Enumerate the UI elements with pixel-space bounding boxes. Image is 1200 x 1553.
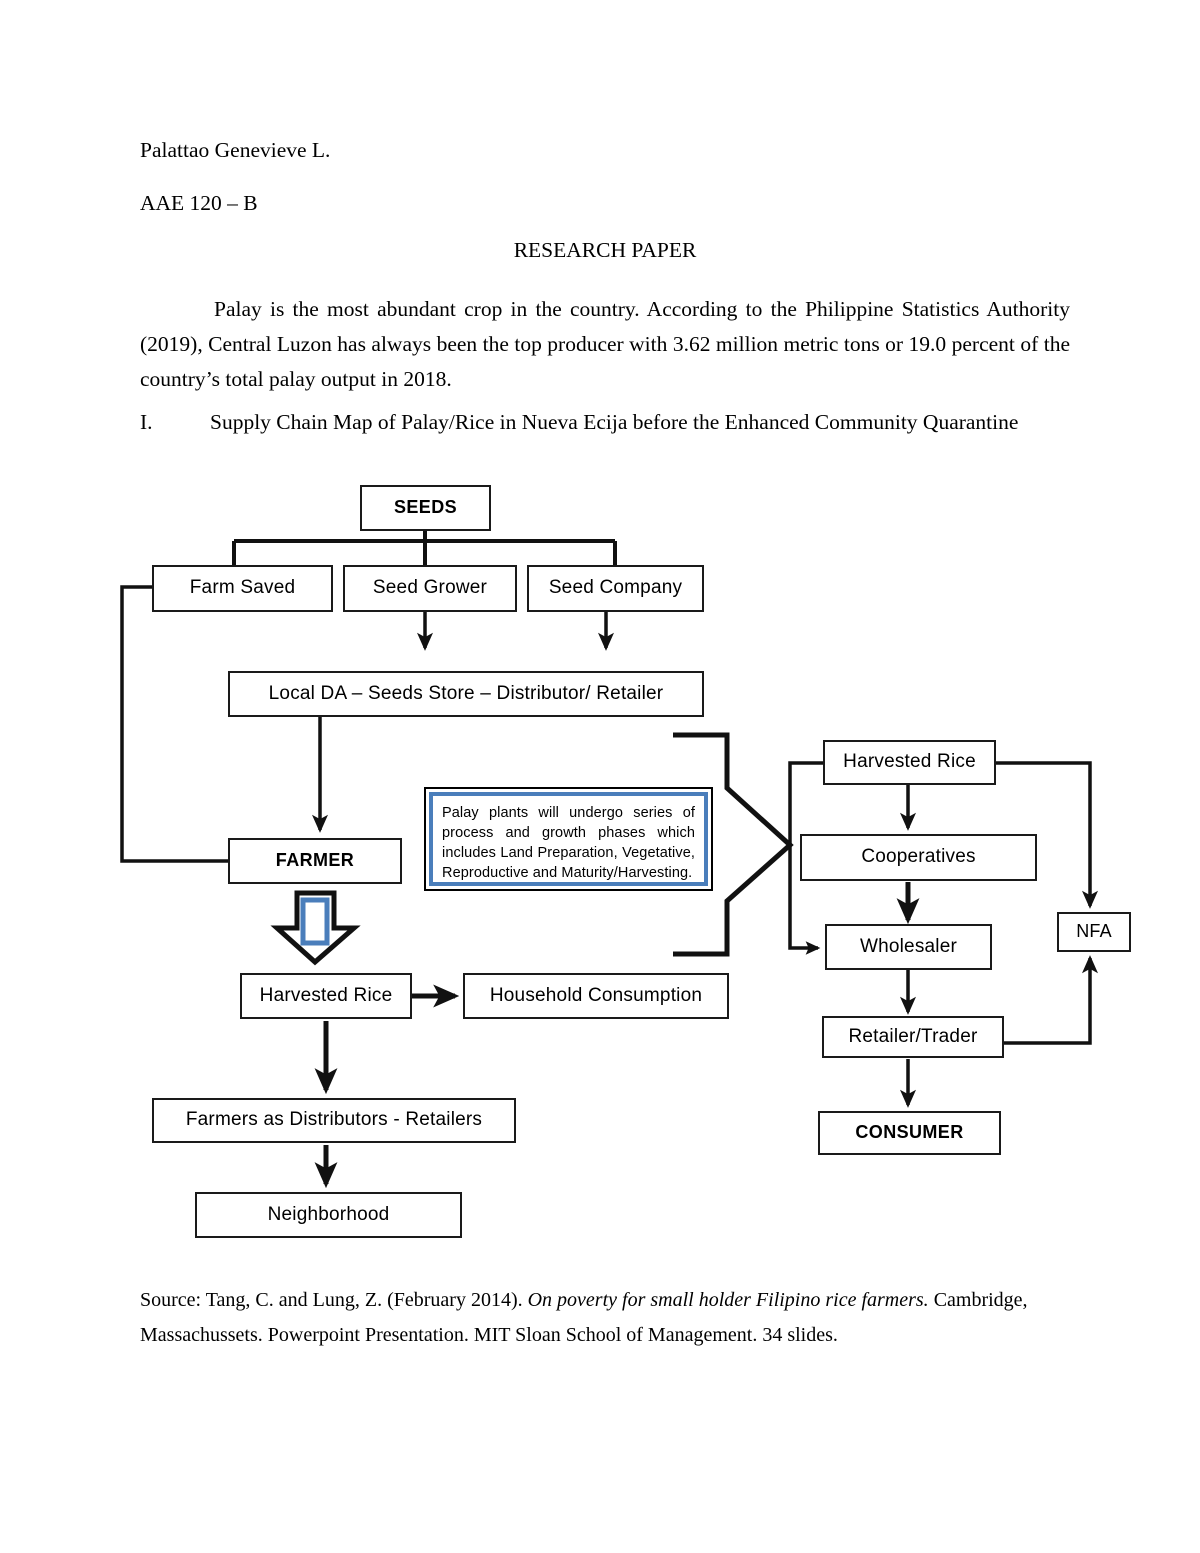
node-harvested-rice-right[interactable]: Harvested Rice [823, 740, 996, 785]
intro-paragraph: Palay is the most abundant crop in the c… [140, 297, 1070, 391]
node-retailer-trader[interactable]: Retailer/Trader [822, 1016, 1004, 1058]
section-heading: I. Supply Chain Map of Palay/Rice in Nue… [140, 405, 1070, 440]
block-arrow-blue-handle [300, 897, 330, 946]
farmer-down-block-arrow [270, 890, 361, 966]
node-seed-company[interactable]: Seed Company [527, 565, 704, 612]
node-neighborhood[interactable]: Neighborhood [195, 1192, 462, 1238]
node-consumer[interactable]: CONSUMER [818, 1111, 1001, 1155]
source-prefix: Source: Tang, C. and Lung, Z. (February … [140, 1289, 523, 1311]
node-seed-grower[interactable]: Seed Grower [343, 565, 517, 612]
author-line: Palattao Genevieve L. [140, 138, 331, 162]
section-heading-text: Supply Chain Map of Palay/Rice in Nueva … [210, 410, 1019, 434]
node-farmers-as-distributors[interactable]: Farmers as Distributors - Retailers [152, 1098, 516, 1143]
source-citation: Source: Tang, C. and Lung, Z. (February … [140, 1283, 1070, 1353]
process-callout-text: Palay plants will undergo series of proc… [429, 792, 708, 886]
process-callout[interactable]: Palay plants will undergo series of proc… [424, 787, 713, 891]
course-line: AAE 120 – B [140, 191, 258, 215]
source-title: On poverty for small holder Filipino ric… [527, 1289, 929, 1311]
node-nfa[interactable]: NFA [1057, 912, 1131, 952]
source-suffix: Cambridge, Massachussets. Powerpoint Pre… [140, 1289, 1028, 1346]
section-number: I. [140, 410, 153, 434]
node-farm-saved[interactable]: Farm Saved [152, 565, 333, 612]
node-seeds[interactable]: SEEDS [360, 485, 491, 531]
node-local-da[interactable]: Local DA – Seeds Store – Distributor/ Re… [228, 671, 704, 717]
node-cooperatives[interactable]: Cooperatives [800, 834, 1037, 881]
node-harvested-rice-left[interactable]: Harvested Rice [240, 973, 412, 1019]
page-title: RESEARCH PAPER [513, 238, 697, 262]
node-wholesaler[interactable]: Wholesaler [825, 924, 992, 970]
node-household-consumption[interactable]: Household Consumption [463, 973, 729, 1019]
node-farmer[interactable]: FARMER [228, 838, 402, 884]
